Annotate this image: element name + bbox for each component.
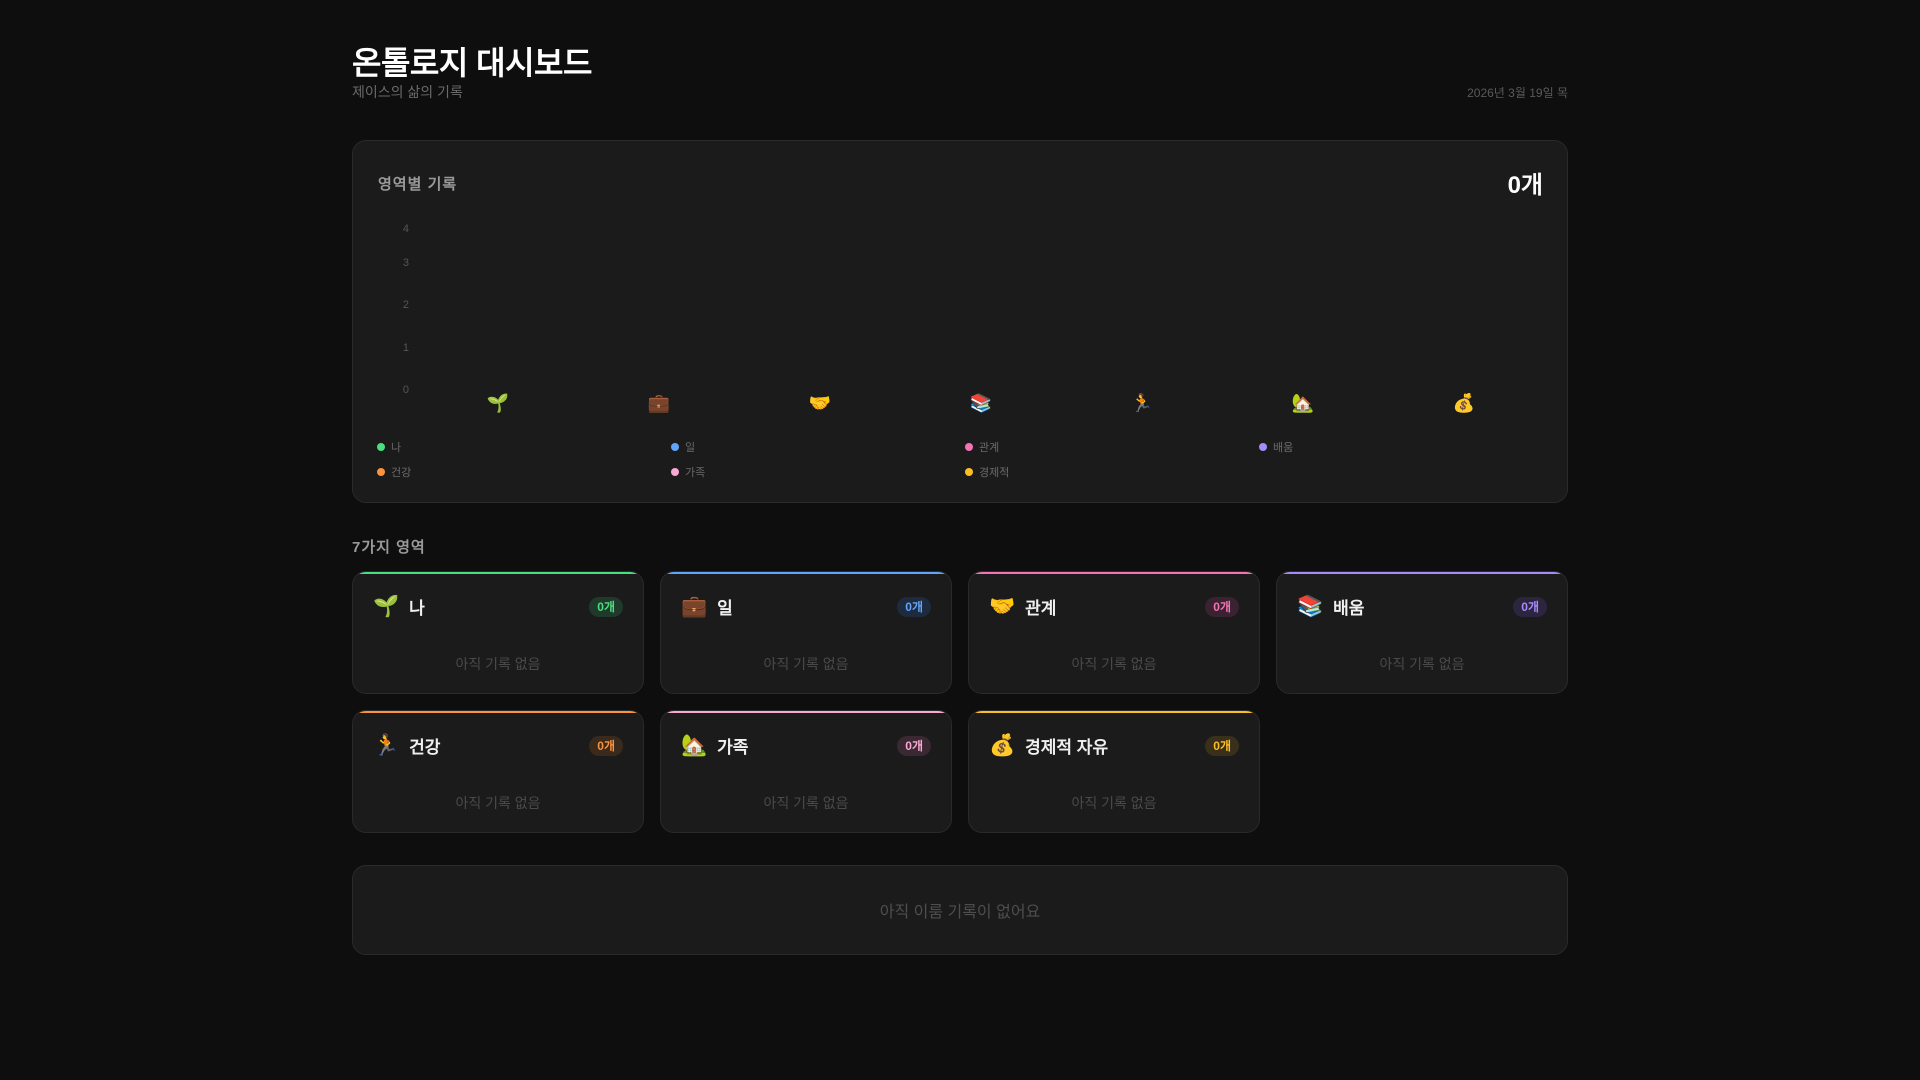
area-card-financial-freedom[interactable]: 💰 경제적 자유 0개 아직 기록 없음 [968, 710, 1260, 833]
legend-item-me[interactable]: 나 [377, 439, 401, 455]
area-header: 🏃 건강 [373, 733, 440, 758]
house-icon: 🏡 [1291, 393, 1315, 413]
seedling-icon: 🌱 [373, 594, 400, 618]
legend-label: 관계 [979, 442, 1000, 454]
legend-item-finance[interactable]: 경제적 [965, 464, 1009, 480]
legend-item-health[interactable]: 건강 [377, 464, 411, 480]
count-badge: 0개 [589, 597, 623, 617]
page-subtitle: 제이스의 삶의 기록 [352, 84, 463, 100]
area-header: 📚 배움 [1297, 594, 1364, 619]
area-name: 배움 [1333, 599, 1365, 618]
area-header: 💼 일 [681, 594, 733, 619]
count-badge: 0개 [1513, 597, 1547, 617]
legend-label: 건강 [391, 467, 412, 479]
achievements-card: 아직 이룸 기록이 없어요 [352, 865, 1568, 955]
legend-dot-icon [377, 443, 385, 451]
area-header: 🌱 나 [373, 594, 425, 619]
legend-label: 배움 [1273, 442, 1294, 454]
area-name: 관계 [1025, 599, 1057, 618]
current-date: 2026년 3월 19일 목 [1467, 86, 1568, 100]
page-header: 온톨로지 대시보드 제이스의 삶의 기록 2026년 3월 19일 목 [352, 0, 1568, 140]
legend-item-family[interactable]: 가족 [671, 464, 705, 480]
empty-state-text: 아직 기록 없음 [763, 795, 849, 811]
empty-state-text: 아직 기록 없음 [455, 795, 541, 811]
area-card-learning[interactable]: 📚 배움 0개 아직 기록 없음 [1276, 571, 1568, 694]
y-tick-3: 3 [402, 257, 409, 269]
accent-bar [969, 572, 1259, 574]
count-badge: 0개 [589, 736, 623, 756]
legend-item-relationship[interactable]: 관계 [965, 439, 999, 455]
y-tick-2: 2 [402, 299, 409, 311]
empty-state-text: 아직 기록 없음 [1071, 795, 1157, 811]
chart-title: 영역별 기록 [378, 176, 458, 193]
legend-dot-icon [377, 468, 385, 476]
legend-item-work[interactable]: 일 [671, 439, 695, 455]
seedling-icon: 🌱 [486, 393, 510, 413]
count-badge: 0개 [897, 597, 931, 617]
count-badge: 0개 [897, 736, 931, 756]
empty-state-text: 아직 기록 없음 [1379, 656, 1465, 672]
briefcase-icon: 💼 [681, 594, 708, 618]
achievements-empty-text: 아직 이룸 기록이 없어요 [879, 904, 1041, 921]
y-tick-0: 0 [402, 384, 409, 396]
accent-bar [1277, 572, 1567, 574]
page-title: 온톨로지 대시보드 [352, 45, 592, 81]
handshake-icon: 🤝 [808, 393, 832, 413]
money-bag-icon: 💰 [989, 733, 1016, 757]
legend-dot-icon [965, 468, 973, 476]
accent-bar [661, 711, 951, 713]
area-header: 💰 경제적 자유 [989, 733, 1108, 758]
area-header: 🤝 관계 [989, 594, 1056, 619]
area-header: 🏡 가족 [681, 733, 748, 758]
accent-bar [661, 572, 951, 574]
y-tick-1: 1 [402, 342, 409, 354]
briefcase-icon: 💼 [647, 393, 671, 413]
runner-icon: 🏃 [373, 733, 400, 757]
dashboard-page: 온톨로지 대시보드 제이스의 삶의 기록 2026년 3월 19일 목 영역별 … [352, 0, 1568, 955]
books-icon: 📚 [969, 393, 993, 413]
legend-label: 나 [391, 442, 402, 454]
legend-item-learning[interactable]: 배움 [1259, 439, 1293, 455]
area-name: 경제적 자유 [1025, 738, 1109, 757]
legend-dot-icon [671, 443, 679, 451]
area-card-health[interactable]: 🏃 건강 0개 아직 기록 없음 [352, 710, 644, 833]
empty-state-text: 아직 기록 없음 [763, 656, 849, 672]
books-icon: 📚 [1297, 594, 1324, 618]
legend-label: 가족 [685, 467, 706, 479]
accent-bar [353, 572, 643, 574]
area-card-work[interactable]: 💼 일 0개 아직 기록 없음 [660, 571, 952, 694]
area-name: 가족 [717, 738, 749, 757]
legend-dot-icon [1259, 443, 1267, 451]
area-card-family[interactable]: 🏡 가족 0개 아직 기록 없음 [660, 710, 952, 833]
runner-icon: 🏃 [1130, 393, 1154, 413]
empty-state-text: 아직 기록 없음 [1071, 656, 1157, 672]
legend-dot-icon [671, 468, 679, 476]
handshake-icon: 🤝 [989, 594, 1016, 618]
area-name: 일 [717, 599, 733, 618]
accent-bar [353, 711, 643, 713]
area-card-me[interactable]: 🌱 나 0개 아직 기록 없음 [352, 571, 644, 694]
count-badge: 0개 [1205, 736, 1239, 756]
legend-label: 경제적 [979, 467, 1010, 479]
area-name: 건강 [409, 738, 441, 757]
areas-section-title: 7가지 영역 [352, 539, 426, 556]
y-tick-4: 4 [402, 223, 409, 235]
legend-label: 일 [685, 442, 696, 454]
area-name: 나 [409, 599, 425, 618]
empty-state-text: 아직 기록 없음 [455, 656, 541, 672]
chart-total-count: 0개 [1507, 172, 1543, 199]
accent-bar [969, 711, 1259, 713]
house-icon: 🏡 [681, 733, 708, 757]
legend-dot-icon [965, 443, 973, 451]
count-badge: 0개 [1205, 597, 1239, 617]
area-card-relationship[interactable]: 🤝 관계 0개 아직 기록 없음 [968, 571, 1260, 694]
money-bag-icon: 💰 [1452, 393, 1476, 413]
area-chart-card: 영역별 기록 0개 4 3 2 1 0 🌱 💼 🤝 📚 🏃 🏡 💰 나 일 관계… [352, 140, 1568, 503]
